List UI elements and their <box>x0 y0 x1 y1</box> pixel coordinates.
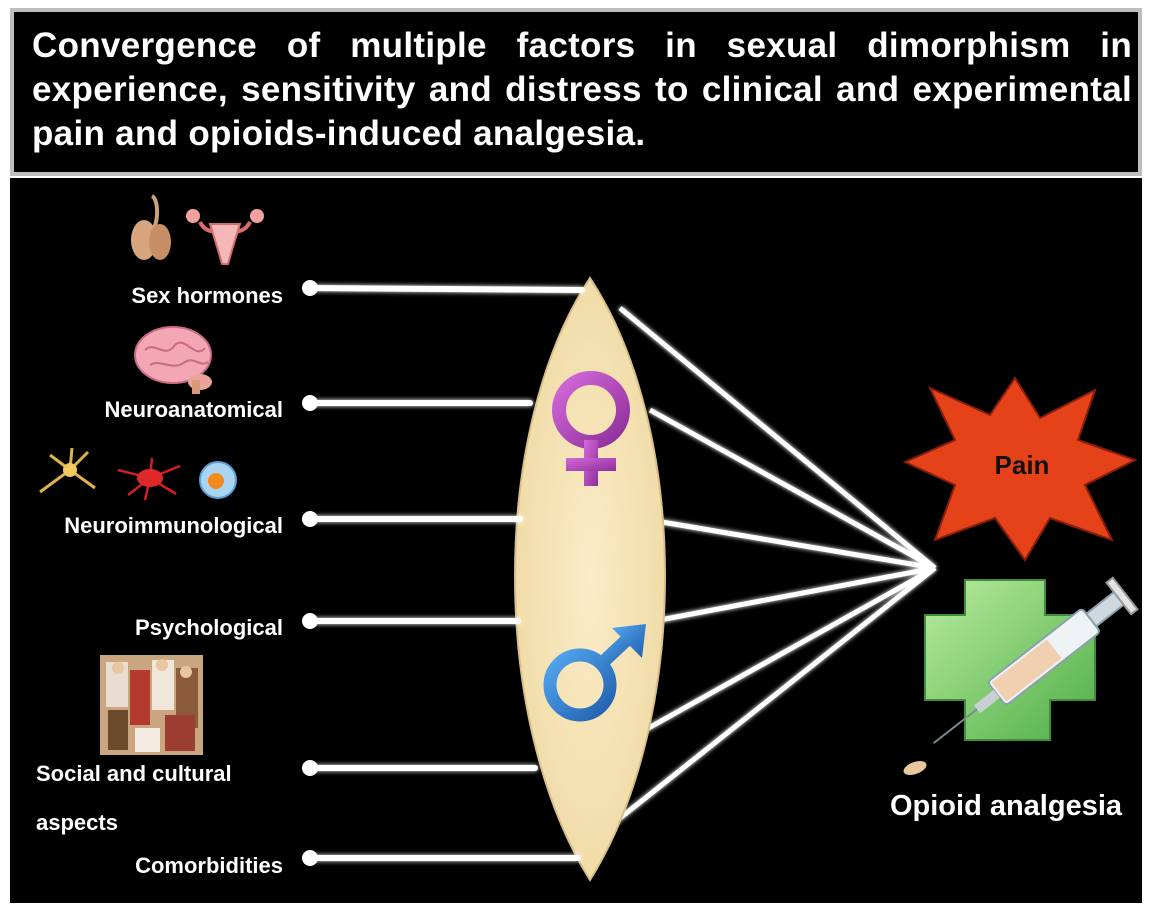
immune-cells-icon <box>40 448 236 500</box>
factor-label-sex-hormones: Sex hormones <box>131 283 283 308</box>
factor-label-social-line2: aspects <box>36 810 118 835</box>
reproductive-organs-icon <box>131 196 264 264</box>
medical-cross-icon <box>925 580 1095 740</box>
factor-label-psychological: Psychological <box>135 615 283 640</box>
factor-label-neuroanatomical: Neuroanatomical <box>105 397 284 422</box>
social-culture-painting-icon <box>100 655 203 755</box>
factor-label-social-line1: Social and cultural <box>36 761 232 786</box>
factor-label-neuroimmunological: Neuroimmunological <box>64 513 283 538</box>
factor-label-comorbidities: Comorbidities <box>135 853 283 878</box>
connector-dots <box>302 280 318 866</box>
opioid-analgesia-label: Opioid analgesia <box>890 790 1123 822</box>
convergence-lens <box>515 278 665 880</box>
brain-icon <box>135 327 212 394</box>
pain-label: Pain <box>995 450 1050 480</box>
